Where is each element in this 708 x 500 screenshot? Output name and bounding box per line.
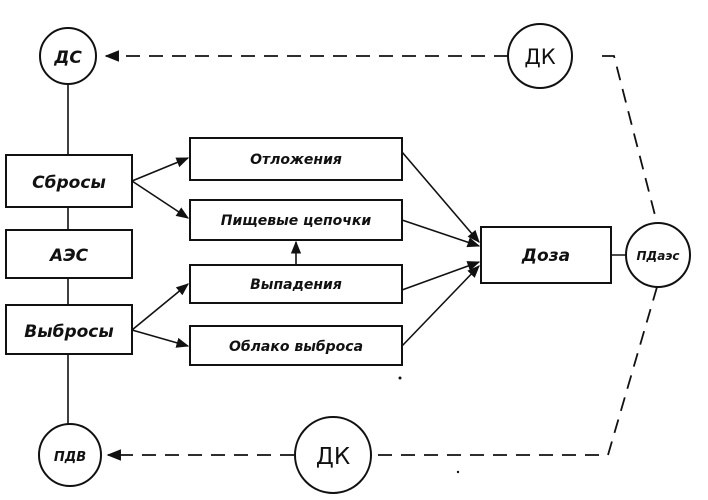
arrow-oblako-doza [401,265,480,347]
scan-speck [398,376,402,380]
arrow-sbrosy-pishchevye [131,180,190,219]
sbrosy-label: Сбросы [32,173,106,193]
dashed-dk-top-pdaes [602,55,658,224]
arrow-otlozheniya-doza [401,151,480,243]
pishchevye-label: Пищевые цепочки [221,213,372,229]
dk-bottom-label: ДК [316,444,350,470]
vypadeniya-label: Выпадения [250,277,342,293]
ds-node [39,27,97,85]
doza-label: Доза [521,246,570,266]
arrow-pishchevye-doza [401,219,481,248]
otlozheniya-label: Отложения [250,152,342,168]
arrow-vybrosy-vypadeniya [131,283,189,331]
ds-label: ДС [53,48,82,68]
arrow-vybrosy-oblako [131,329,190,348]
sbrosy-box [5,154,133,208]
pdv-node [38,423,102,487]
aes-box [5,229,133,279]
arrow-vypadeniya-doza [401,261,481,291]
vybrosy-label: Выбросы [24,322,114,342]
pdv-label: ПДВ [54,450,86,465]
oblako-label: Облако выброса [229,339,363,355]
vybrosy-box [5,304,133,355]
aes-label: АЭС [48,246,89,266]
scan-speck [456,470,460,474]
dk-top-node [507,23,573,89]
dk-bottom-node [294,416,372,494]
pd-aes-label: ПДаэс [636,249,679,263]
pd-aes-node [625,222,691,288]
dk-top-label: ДК [524,45,555,69]
arrow-sbrosy-otlozheniya [131,157,190,182]
otlozheniya-box [189,137,403,181]
dashed-pdaes-dk-bottom [372,286,658,456]
